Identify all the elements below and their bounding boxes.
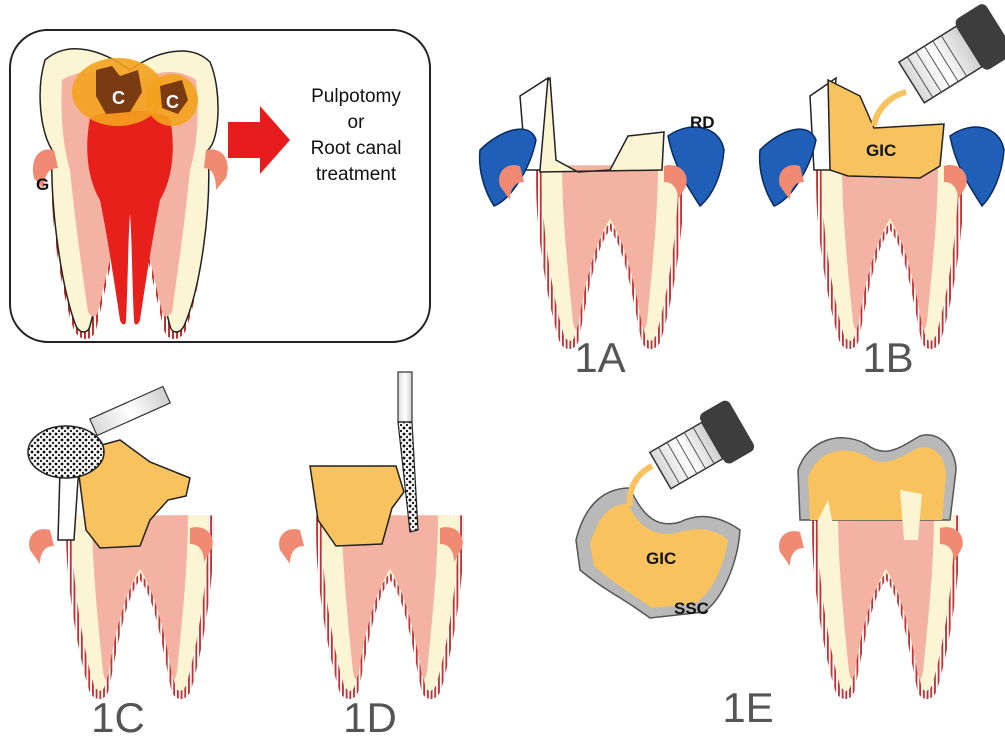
step-label-1a: 1A [574,334,625,381]
gingiva-label: G [36,175,49,194]
treatment-note-line-1: Pulpotomy [311,86,401,107]
syringe-icon-2 [646,398,756,495]
caries-label-2: C [166,92,179,112]
rubber-dam-label: RD [690,113,715,132]
intro-panel: C C G Pulpotomy or Root canal treatment [10,30,430,342]
step-1a: RD 1A [480,78,724,381]
step-1b: GIC 1B [760,2,1005,381]
treatment-note-line-4: treatment [316,164,397,185]
step-label-1e: 1E [722,684,773,731]
caries-label-1: C [112,88,125,108]
syringe-icon [874,2,1005,126]
treatment-note-line-2: or [348,112,366,133]
treatment-note-line-3: Root canal [311,138,402,159]
step-label-1c: 1C [91,694,145,738]
step-label-1d: 1D [343,694,397,738]
step-1c: 1C [28,387,214,738]
step-label-1b: 1B [862,334,913,381]
tapered-bur-icon [398,372,418,532]
gic-label-1e: GIC [646,549,676,568]
ssc-label: SSC [674,599,709,618]
gic-label-1b: GIC [866,141,896,160]
step-1e: GIC SSC 1E [576,398,963,731]
step-1d: 1D [279,372,464,738]
